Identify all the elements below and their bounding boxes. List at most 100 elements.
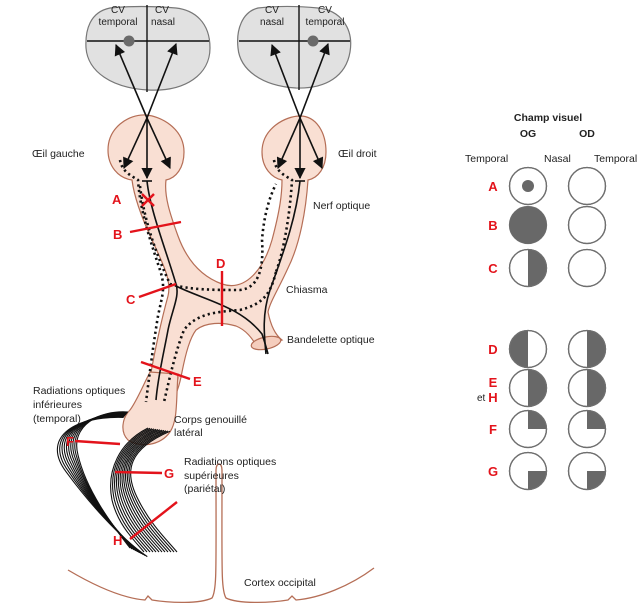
row-label: H	[488, 390, 497, 405]
row-label: G	[488, 464, 498, 479]
lesion-b-line	[129, 220, 182, 234]
nerve-fibers	[118, 159, 305, 403]
lesion-g-line	[114, 470, 163, 475]
visual-field-od	[567, 166, 607, 206]
row-label: A	[488, 179, 498, 194]
lesion-e-line	[140, 360, 191, 381]
left-eye-label: Œil gauche	[32, 148, 85, 160]
visual-field-row: G	[488, 451, 607, 491]
optic-tract-label: Bandelette optique	[287, 334, 375, 346]
lesion-marks	[74, 193, 224, 540]
cortex-label: Cortex occipital	[244, 577, 316, 589]
visual-field-od	[567, 409, 607, 449]
visual-field-og	[508, 409, 548, 449]
visual-field-od	[567, 451, 607, 491]
visual-field-row: D	[488, 329, 607, 369]
lesion-label-e: E	[193, 374, 202, 389]
superior-radiation-fiber	[123, 429, 166, 553]
visual-field-og	[508, 368, 548, 408]
orientation-temporal-right: Temporal	[594, 153, 637, 165]
deficit-region	[528, 410, 547, 429]
lesion-label-d: D	[216, 256, 225, 271]
row-joiner: et	[477, 393, 486, 404]
visual-field-row: F	[489, 409, 607, 449]
blind-spot-icon	[123, 35, 135, 47]
superior-radiation-fiber	[130, 430, 178, 553]
column-header-og: OG	[520, 128, 536, 140]
row-label: F	[489, 422, 497, 437]
deficit-region	[587, 330, 606, 368]
lesion-f-line	[74, 439, 121, 446]
lesion-label-h: H	[113, 533, 122, 548]
deficit-region	[522, 180, 534, 192]
visual-field-od	[567, 329, 607, 369]
superior-radiation-fiber	[128, 430, 175, 553]
lesion-label-f: F	[66, 434, 74, 449]
visual-field-og	[508, 451, 548, 491]
blind-spot-icon	[307, 35, 319, 47]
cv-label: temporal	[306, 17, 345, 28]
inferior-radiations-label: Radiations optiques	[33, 385, 125, 397]
visual-field-table: Champ visuel OG OD Temporal Nasal Tempor…	[465, 112, 637, 491]
lesion-c-line	[138, 282, 177, 299]
deficit-region	[528, 249, 547, 287]
deficit-region	[528, 471, 547, 490]
lgn-label: Corps genouillé	[174, 414, 247, 426]
deficit-region	[528, 369, 547, 407]
right-eye-label: Œil droit	[338, 148, 377, 160]
deficit-region	[587, 410, 606, 429]
lesion-label-a: A	[112, 192, 122, 207]
optic-pathway-tissue	[107, 114, 327, 446]
lesion-label-g: G	[164, 466, 174, 481]
superior-radiations-label: (pariétal)	[184, 483, 225, 495]
visual-field-og	[508, 166, 548, 206]
occipital-cortex-outline	[67, 463, 375, 604]
superior-radiation-fiber	[112, 427, 151, 553]
cv-label: nasal	[151, 17, 175, 28]
cv-label: temporal	[99, 17, 138, 28]
visual-field-od	[567, 205, 607, 245]
superior-radiation-fiber	[121, 429, 163, 553]
lesion-label-b: B	[113, 227, 122, 242]
visual-field-og	[508, 329, 548, 369]
row-label: B	[488, 218, 497, 233]
orientation-nasal: Nasal	[544, 153, 571, 165]
visual-field-row: C	[488, 248, 607, 288]
chiasma-label: Chiasma	[286, 284, 328, 296]
visual-field-od	[567, 248, 607, 288]
row-label: D	[488, 342, 497, 357]
cv-label: CV	[155, 5, 169, 16]
row-label: E	[489, 375, 498, 390]
visual-field-og	[508, 205, 548, 245]
deficit-region	[509, 206, 547, 244]
superior-radiations-label: Radiations optiques	[184, 456, 276, 468]
column-header-od: OD	[579, 128, 595, 140]
deficit-region	[587, 471, 606, 490]
superior-radiation-fiber	[110, 427, 149, 553]
cv-label: CV	[265, 5, 279, 16]
row-label: C	[488, 261, 498, 276]
visual-field-og	[508, 248, 548, 288]
inferior-radiations-label: inférieures	[33, 399, 82, 411]
cv-label: nasal	[260, 17, 284, 28]
superior-radiation-fiber	[117, 428, 157, 553]
lesion-label-c: C	[126, 292, 136, 307]
orientation-temporal-left: Temporal	[465, 153, 508, 165]
lgn-label: latéral	[174, 427, 203, 439]
right-eye-field	[237, 5, 352, 90]
superior-radiation-fiber	[126, 430, 172, 553]
superior-radiation-fiber	[119, 429, 160, 553]
table-title: Champ visuel	[514, 112, 582, 124]
superior-radiation-fiber	[124, 429, 169, 553]
superior-radiation-fiber	[115, 428, 155, 553]
lesion-h-line	[129, 501, 178, 540]
inferior-radiations-label: (temporal)	[33, 413, 81, 425]
optic-nerve-label: Nerf optique	[313, 200, 370, 212]
cv-label: CV	[111, 5, 125, 16]
visual-field-od	[567, 368, 607, 408]
inferior-radiation-fiber	[56, 416, 148, 558]
cv-label: CV	[318, 5, 332, 16]
lesion-a-cross	[141, 193, 155, 207]
superior-radiations-label: supérieures	[184, 470, 239, 482]
